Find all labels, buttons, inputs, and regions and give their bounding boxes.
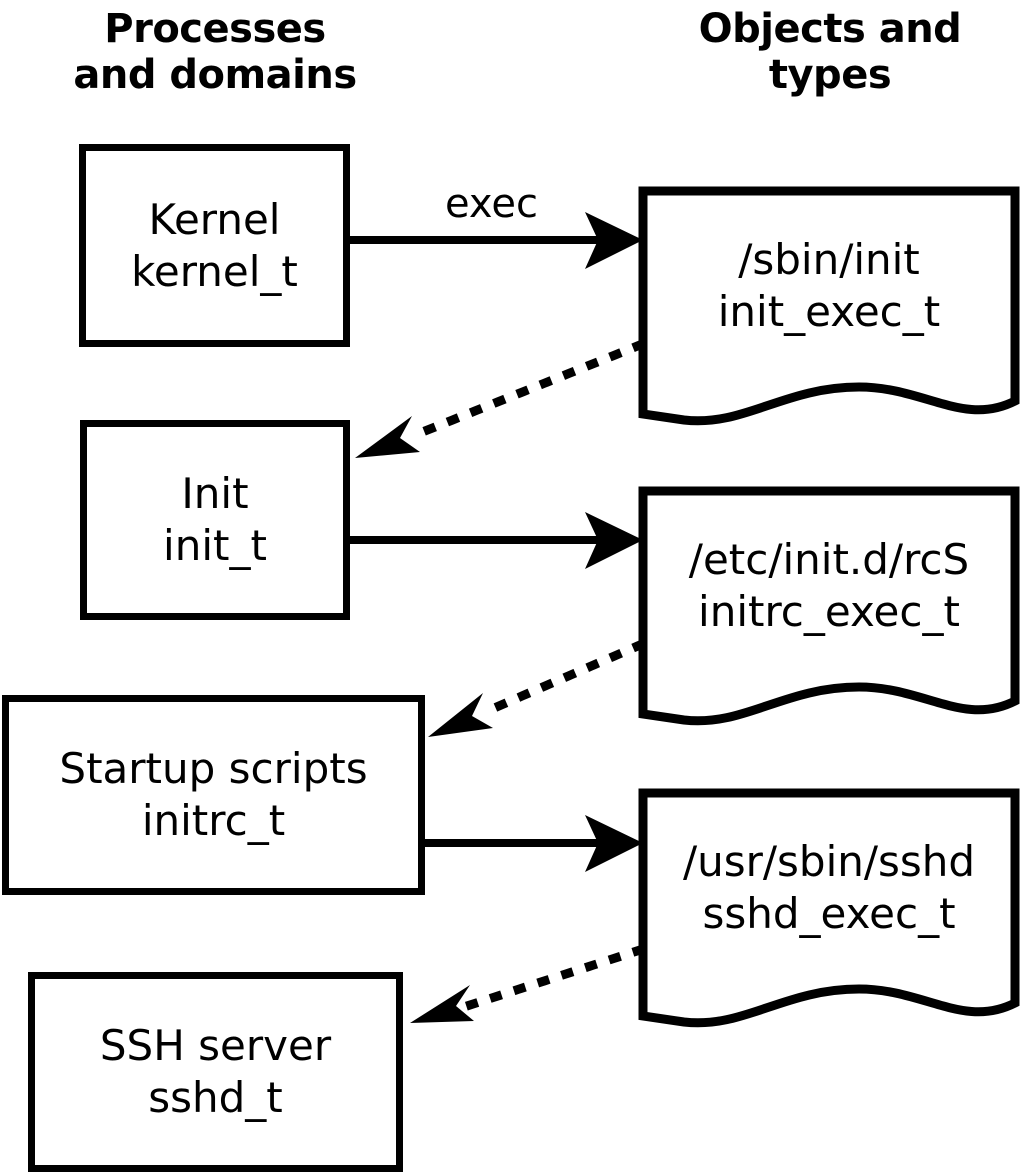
edge-initrcexec-transition-initrc	[428, 639, 646, 737]
column-header-objects-and-types: Objects and types	[698, 6, 962, 98]
edge-label-exec: exec	[445, 181, 538, 227]
process-node-kernel-type: kernel_t	[131, 246, 298, 296]
object-node-initrc-exec[interactable]: /etc/init.d/rcS initrc_exec_t	[634, 482, 1024, 730]
edge-initrc-exec-sshd	[425, 815, 643, 872]
edge-sshdexec-transition-sshd	[410, 944, 646, 1023]
process-node-startup-scripts-type: initrc_t	[141, 796, 286, 845]
process-node-startup-scripts[interactable]: Startup scripts initrc_t	[2, 695, 425, 895]
process-node-init-title: Init	[181, 469, 249, 518]
process-node-init[interactable]: Init init_t	[80, 420, 350, 620]
process-node-kernel[interactable]: Kernel kernel_t	[79, 144, 350, 347]
process-node-kernel-title: Kernel	[148, 194, 281, 244]
process-node-ssh-server-title: SSH server	[99, 1021, 332, 1070]
edge-initexec-transition-init	[355, 339, 646, 458]
process-node-ssh-server-type: sshd_t	[148, 1073, 283, 1122]
column-header-processes-and-domains: Processes and domains	[73, 6, 357, 98]
edge-init-exec-initrc	[350, 512, 643, 569]
object-node-init-exec[interactable]: /sbin/init init_exec_t	[634, 182, 1024, 430]
process-node-ssh-server[interactable]: SSH server sshd_t	[28, 972, 403, 1172]
process-node-startup-scripts-title: Startup scripts	[59, 744, 368, 793]
object-node-sshd-exec[interactable]: /usr/sbin/sshd sshd_exec_t	[634, 784, 1024, 1032]
process-node-init-type: init_t	[163, 521, 267, 570]
